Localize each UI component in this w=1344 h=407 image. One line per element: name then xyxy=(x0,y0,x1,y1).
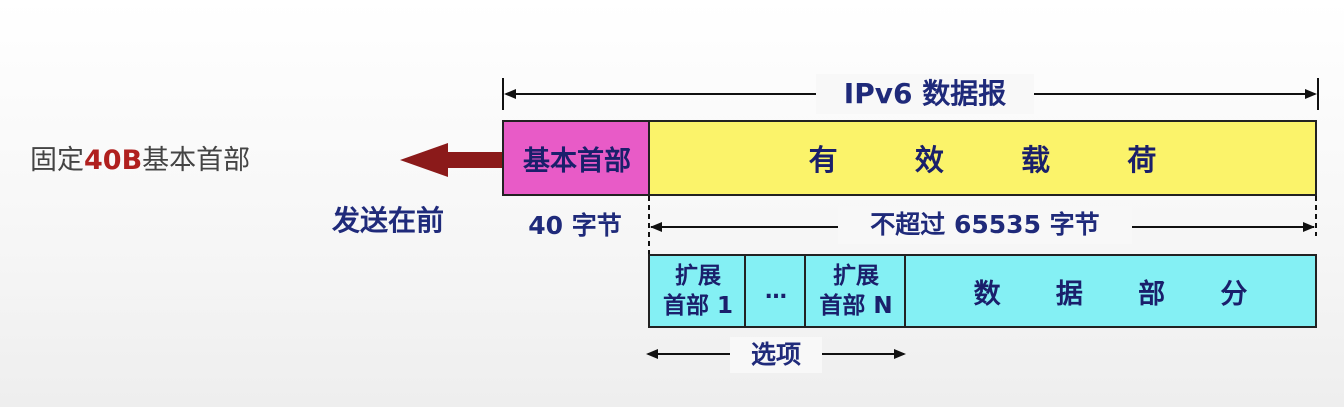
send-direction-arrow xyxy=(400,143,504,177)
payload-size: 不超过 65535 字节 xyxy=(838,206,1132,244)
data-part-char: 据 xyxy=(1055,278,1083,310)
payload-char: 有 xyxy=(808,143,838,177)
datagram-title: IPv6 数据报 xyxy=(816,74,1034,114)
payload-char: 载 xyxy=(1021,143,1051,177)
options-label: 选项 xyxy=(730,337,822,373)
caption-suffix: 基本首部 xyxy=(142,145,251,176)
payload-char: 荷 xyxy=(1127,143,1157,177)
base-header-size: 40 字节 xyxy=(528,211,622,240)
extension-header-n: 扩展 首部 N xyxy=(804,254,906,328)
ext-header-1-line: 扩展 xyxy=(675,263,721,289)
caption-highlight: 40B xyxy=(84,145,143,176)
data-part-block: 数 据 部 分 xyxy=(904,254,1317,328)
ext-header-1-line: 首部 1 xyxy=(662,293,733,319)
ext-header-n-line: 扩展 xyxy=(833,263,879,289)
extension-header-ellipsis: … xyxy=(744,254,806,328)
data-part-char: 分 xyxy=(1220,278,1248,310)
base-header-block: 基本首部 xyxy=(502,120,650,196)
caption-prefix: 固定 xyxy=(30,145,84,176)
payload-char: 效 xyxy=(914,143,944,177)
data-part-char: 部 xyxy=(1138,278,1166,310)
ellipsis-text: … xyxy=(765,278,787,304)
payload-block: 有 效 载 荷 xyxy=(648,120,1317,196)
send-first-label: 发送在前 xyxy=(332,204,445,237)
base-header-label: 基本首部 xyxy=(523,145,631,177)
fixed-header-caption: 固定40B基本首部 xyxy=(30,138,250,177)
data-part-char: 数 xyxy=(973,278,1001,310)
ext-header-n-line: 首部 N xyxy=(819,293,893,319)
extension-header-1: 扩展 首部 1 xyxy=(648,254,746,328)
